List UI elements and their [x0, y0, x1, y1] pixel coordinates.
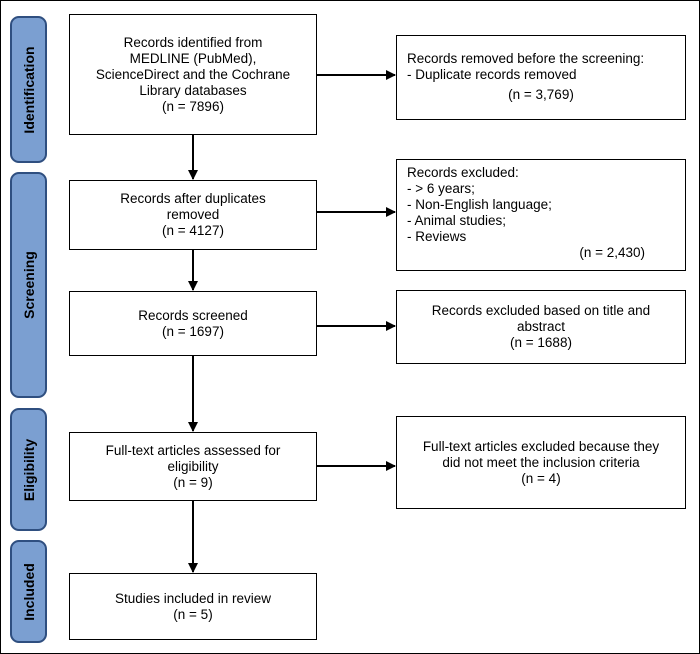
fulltext-excluded-box: Full-text articles excluded because they… [396, 416, 686, 509]
records-excluded-title-box: Records excluded based on title and abst… [396, 290, 686, 364]
records-screened-box: Records screened (n = 1697) [69, 291, 317, 356]
records-identified-box: Records identified from MEDLINE (PubMed)… [69, 14, 317, 135]
records-after-duplicates-box: Records after duplicates removed (n = 41… [69, 180, 317, 250]
fulltext-assessed-box: Full-text articles assessed for eligibil… [69, 432, 317, 501]
phase-eligibility: Eligibility [10, 408, 47, 531]
phase-identification: Identification [10, 16, 47, 163]
records-removed-before-box: Records removed before the screening: - … [396, 35, 686, 120]
studies-included-box: Studies included in review (n = 5) [69, 573, 317, 640]
records-excluded-box: Records excluded: - > 6 years; - Non-Eng… [396, 159, 686, 271]
phase-included: Included [10, 540, 47, 643]
phase-screening: Screening [10, 172, 47, 398]
